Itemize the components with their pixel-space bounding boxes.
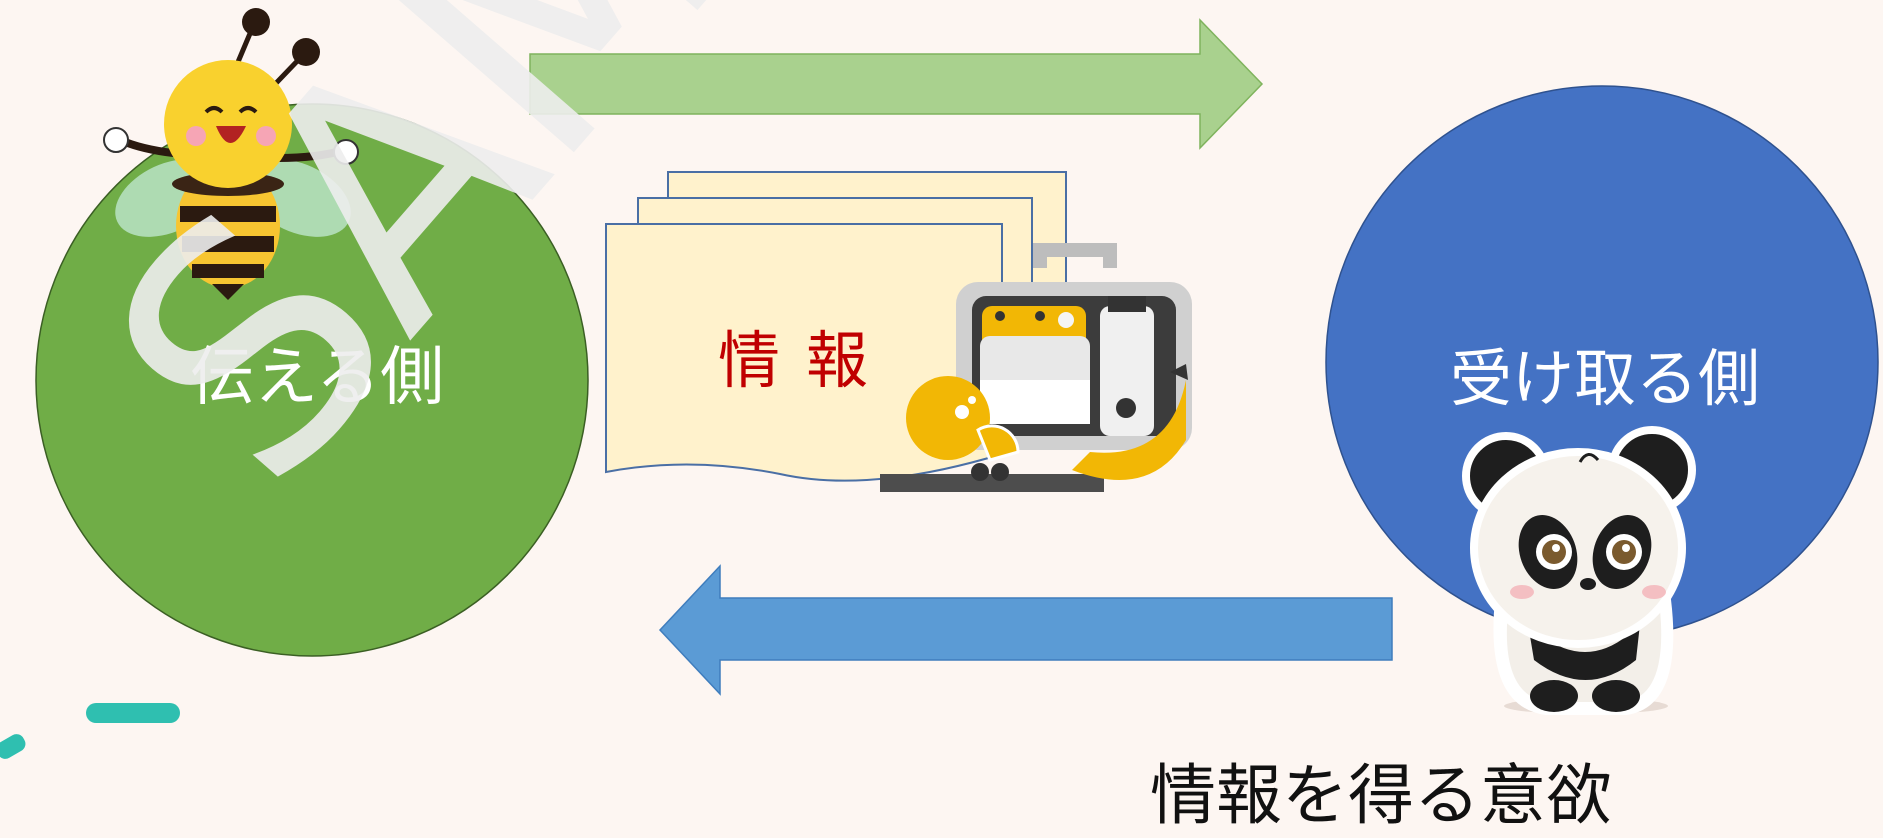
sender-label: 伝える側	[190, 341, 445, 415]
sender-circle	[35, 103, 589, 657]
information-label: 情報	[718, 324, 895, 397]
documents-icon	[605, 171, 1067, 482]
forward-arrow	[529, 18, 1264, 150]
teal-accent-shape	[0, 703, 180, 759]
backward-arrow	[658, 564, 1393, 696]
motivation-label: 情報を得る意欲	[1150, 757, 1612, 834]
panda-icon	[1462, 426, 1696, 715]
bee-icon	[103, 8, 359, 300]
lunchbox-icon	[880, 243, 1192, 492]
diagram-canvas	[0, 8, 1879, 759]
receiver-label: 受け取る側	[1450, 342, 1761, 415]
